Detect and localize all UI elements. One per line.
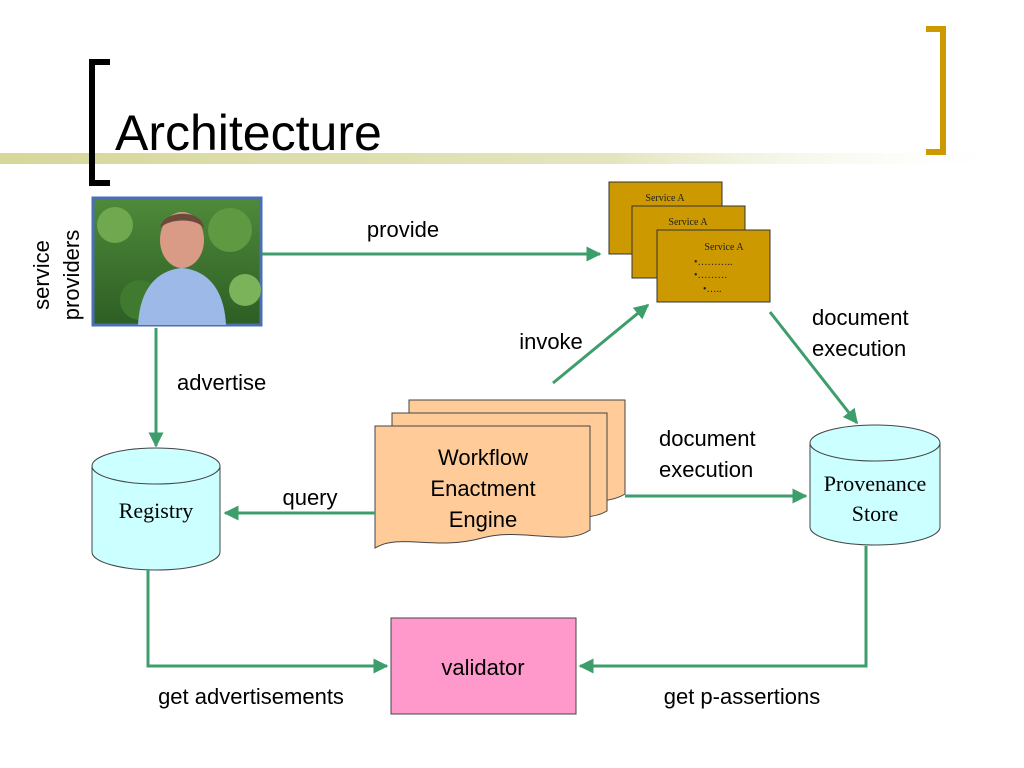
person-photo-icon (91, 196, 263, 327)
invoke-arrow (552, 303, 650, 385)
advertise-label: advertise (177, 370, 266, 395)
invoke-label: invoke (519, 329, 583, 354)
left-bracket (89, 59, 110, 186)
provide-label: provide (367, 217, 439, 242)
svg-text:Service A: Service A (704, 242, 744, 253)
document-execution-service-label: document (812, 305, 909, 330)
document-execution-engine-label: document (659, 426, 756, 451)
title-band (0, 153, 1024, 164)
workflow-engine-node: Workflow Enactment Engine (374, 399, 626, 549)
svg-text:providers: providers (59, 230, 84, 320)
svg-text:Registry: Registry (119, 498, 194, 523)
document-execution-service-arrow (768, 311, 859, 425)
svg-text:Store: Store (852, 501, 898, 526)
svg-text:•………..: •……….. (694, 257, 733, 268)
svg-text:•………: •……… (694, 270, 728, 281)
svg-text:Provenance: Provenance (824, 471, 927, 496)
svg-text:Enactment: Enactment (430, 476, 535, 501)
svg-text:validator: validator (441, 655, 524, 680)
svg-text:Service A: Service A (645, 193, 685, 204)
svg-text:service: service (29, 240, 54, 310)
get-advertisements-label: get advertisements (158, 684, 344, 709)
document-execution-service-label-2: execution (812, 336, 906, 361)
get-advertisements-arrow (146, 570, 389, 674)
right-bracket (926, 26, 946, 155)
provenance-store-node: Provenance Store (809, 424, 941, 546)
query-label: query (282, 485, 337, 510)
validator-node: validator (390, 617, 577, 715)
service-providers-label: service providers (29, 230, 84, 320)
registry-node: Registry (91, 447, 221, 571)
svg-text:Engine: Engine (449, 507, 518, 532)
document-execution-engine-label-2: execution (659, 457, 753, 482)
get-p-assertions-arrow (578, 546, 868, 674)
service-cards: Service A Service A Service A •……….. •……… (608, 181, 771, 303)
svg-text:Service A: Service A (668, 217, 708, 228)
svg-text:•…..: •….. (703, 284, 722, 295)
get-p-assertions-label: get p-assertions (664, 684, 821, 709)
svg-text:Workflow: Workflow (438, 445, 528, 470)
page-title: Architecture (115, 105, 382, 161)
